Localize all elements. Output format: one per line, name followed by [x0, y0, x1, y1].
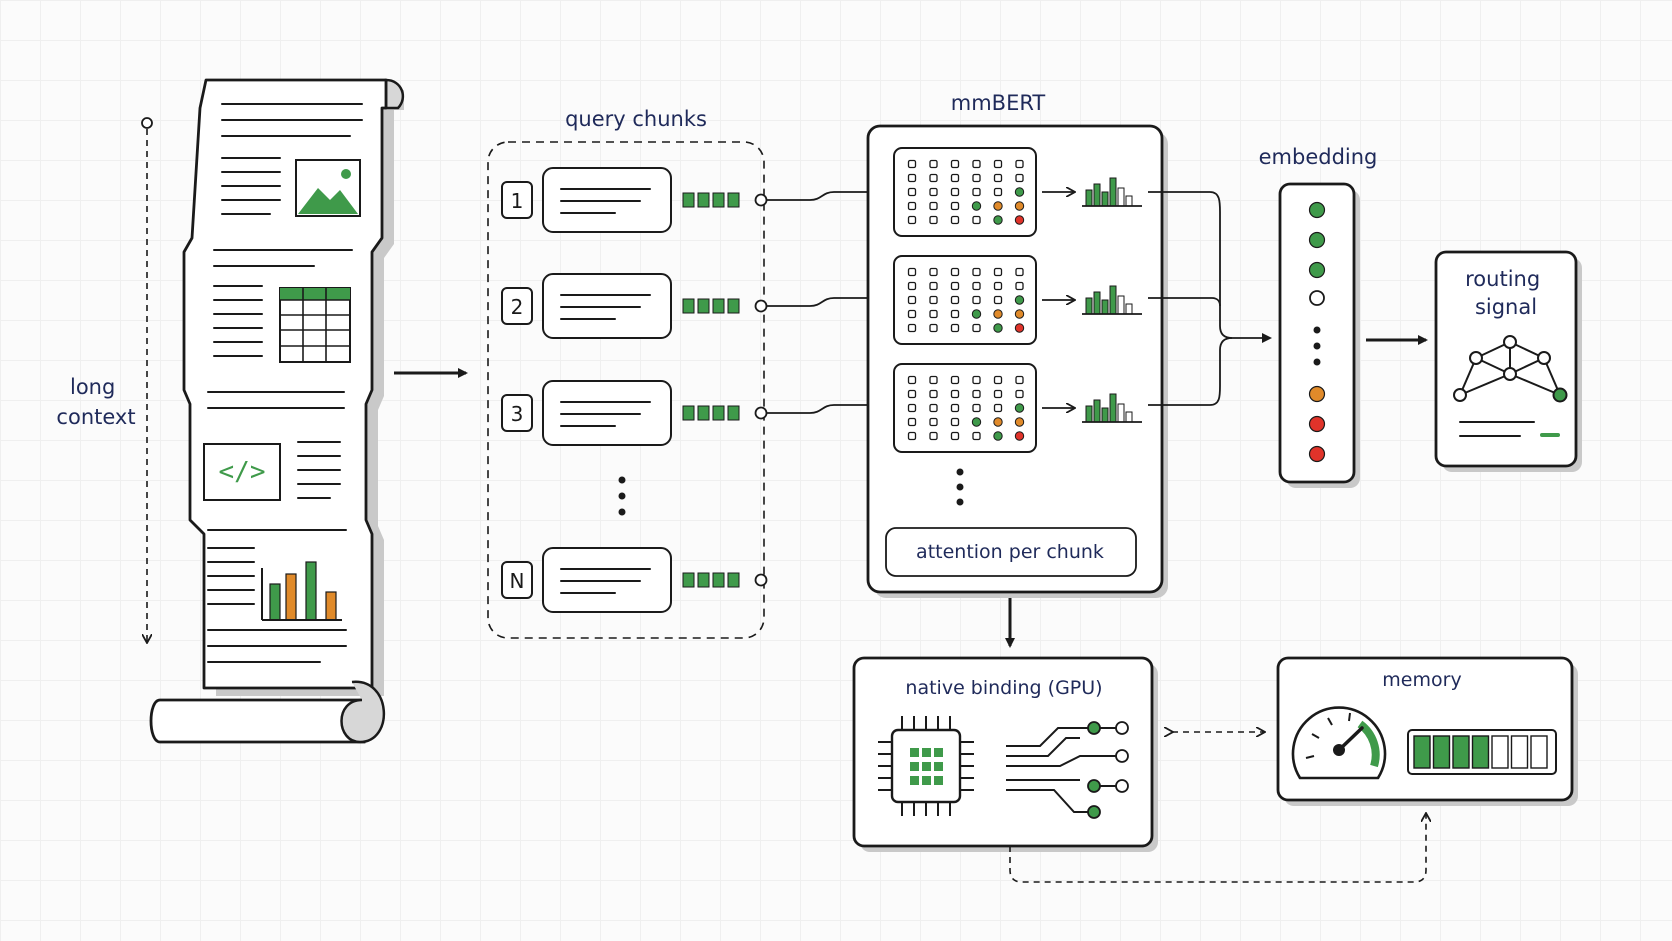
chip-icon	[878, 716, 974, 816]
chunk-row: 2	[501, 273, 768, 339]
table-icon	[279, 287, 351, 363]
chunk-index-box	[501, 181, 533, 219]
memory-cell	[1413, 735, 1431, 769]
token-block	[682, 298, 695, 314]
chunk-index-box	[501, 394, 533, 432]
chunk-index-label: 3	[511, 402, 524, 426]
chunk-list: 1 2 3N	[501, 167, 768, 613]
embedding-dim	[1308, 445, 1326, 463]
chunk-row: N	[501, 547, 768, 613]
embedding-ellipsis-dot	[1313, 326, 1321, 334]
chunk-index-label: N	[510, 569, 525, 593]
token-block	[727, 298, 740, 314]
chunk-output-port	[754, 193, 768, 207]
query-chunks-label: query chunks	[565, 107, 707, 131]
memory-cell	[1530, 735, 1548, 769]
token-block	[682, 572, 695, 588]
attention-grid	[893, 363, 1142, 453]
code-icon: </>	[203, 443, 281, 501]
query-chunks-group	[487, 141, 765, 639]
attention-per-chunk-box: attention per chunk	[885, 527, 1137, 577]
attention-grid	[893, 255, 1142, 345]
chunks-ellipsis	[618, 476, 626, 516]
embedding-dots	[1308, 201, 1326, 463]
chunk-connectors	[766, 187, 892, 414]
network-graph-icon	[1453, 335, 1568, 437]
token-block	[682, 192, 695, 208]
token-block	[712, 405, 725, 421]
token-block	[697, 192, 710, 208]
bar-chart-icon	[261, 561, 342, 621]
mmbert-block	[866, 124, 1164, 594]
attention-grid	[893, 147, 1142, 237]
attention-per-chunk-label: attention per chunk	[916, 541, 1104, 563]
memory-cell	[1471, 735, 1490, 769]
embedding-dim	[1308, 385, 1326, 403]
chunk-index-box	[501, 561, 533, 599]
token-block	[712, 572, 725, 588]
image-icon	[295, 159, 361, 217]
chunk-index-label: 1	[511, 189, 524, 213]
chunk-index-label: 2	[511, 295, 524, 319]
token-block	[697, 405, 710, 421]
embedding-dim	[1309, 290, 1325, 306]
embedding-label: embedding	[1259, 145, 1378, 169]
long-context-arrow	[141, 117, 153, 642]
routing-signal-card	[1434, 250, 1578, 468]
memory-cell	[1432, 735, 1451, 769]
token-block	[697, 572, 710, 588]
gauge-icon	[1291, 706, 1387, 780]
token-block	[697, 298, 710, 314]
routing-signal-label: routing signal	[1465, 267, 1547, 319]
embedding-dim	[1308, 415, 1326, 433]
code-icon-text: </>	[219, 457, 266, 487]
long-context-label: long context	[56, 375, 135, 429]
embedding-dim	[1308, 201, 1326, 219]
memory-label: memory	[1382, 669, 1461, 691]
token-block	[727, 572, 740, 588]
token-block	[682, 405, 695, 421]
mmbert-label: mmBERT	[951, 91, 1046, 115]
attention-ellipsis	[956, 468, 964, 506]
native-binding-label: native binding (GPU)	[905, 677, 1102, 699]
histogram-icon	[1082, 177, 1142, 207]
chunk-row: 1	[501, 167, 768, 233]
memory-cell	[1452, 735, 1470, 769]
token-block	[712, 192, 725, 208]
embedding-ellipsis-dot	[1313, 342, 1321, 350]
chunk-index-box	[501, 287, 533, 325]
chunk-output-port	[754, 299, 768, 313]
chunk-row: 3	[501, 380, 768, 446]
token-block	[712, 298, 725, 314]
memory-usage-bar	[1407, 729, 1557, 775]
chunk-output-port	[754, 573, 768, 587]
embedding-dim	[1308, 231, 1326, 249]
memory-cell	[1510, 735, 1529, 769]
attention-grids	[893, 147, 1142, 453]
chunk-output-port	[754, 406, 768, 420]
memory-cell	[1491, 735, 1509, 769]
histogram-icon	[1082, 285, 1142, 315]
token-block	[727, 192, 740, 208]
embedding-dim	[1308, 261, 1326, 279]
histogram-icon	[1082, 393, 1142, 423]
document-scroll-icon	[149, 78, 405, 744]
token-block	[727, 405, 740, 421]
merge-connectors	[1148, 191, 1272, 406]
embedding-ellipsis-dot	[1313, 358, 1321, 366]
circuit-icon	[1006, 721, 1129, 819]
